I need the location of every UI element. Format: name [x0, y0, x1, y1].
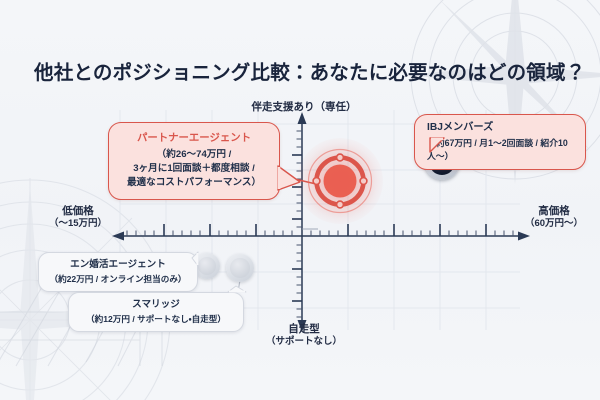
callout-en-title: エン婚活エージェント — [70, 259, 166, 270]
axis-label-left: 低価格 （〜15万円） — [30, 204, 126, 231]
marker-core — [230, 258, 250, 278]
callout-partner-title: パートナーエージェント — [136, 133, 252, 144]
callout-en-line1: （約22万円 / オンライン担当のみ） — [49, 273, 187, 284]
callout-partner-line2: 3ヶ月に1回面談＋都度相談 / — [133, 162, 255, 174]
axis-label-bottom: 自走型 （サポートなし） — [244, 322, 364, 349]
axis-label-top: 伴走支援あり（専任） — [244, 100, 364, 114]
axis-label-top-line1: 伴走支援あり（専任） — [251, 101, 357, 113]
callout-suma-line1: （約12万円 / サポートなし・自走型） — [86, 313, 226, 324]
callout-partner-line1: （約26〜74万円 / — [156, 149, 232, 161]
marker-glow — [297, 138, 383, 224]
callout-partner-line3: 最適なコストパフォーマンス） — [126, 176, 262, 188]
reticle-icon — [307, 148, 373, 214]
callout-partner-agent[interactable]: パートナーエージェント （約26〜74万円 / 3ヶ月に1回面談＋都度相談 / … — [108, 122, 280, 200]
marker-core — [197, 256, 217, 276]
callout-en-konkatsu[interactable]: エン婚活エージェント （約22万円 / オンライン担当のみ） — [38, 252, 198, 293]
callout-ibj-members[interactable]: IBJメンバーズ （約67万円 / 月1〜2回面談 / 紹介10人〜） — [414, 114, 586, 171]
axis-label-right-line2: （60万円〜） — [524, 218, 584, 230]
axis-label-bottom-line1: 自走型 — [288, 323, 320, 335]
axis-label-left-line2: （〜15万円） — [48, 218, 108, 230]
axis-label-right-line1: 高価格 — [538, 205, 570, 217]
callout-ibj-line1: （約67万円 / 月1〜2回面談 / 紹介10人〜） — [427, 137, 568, 161]
page-title: 他社とのポジショニング比較：あなたに必要なのはどの領域？ — [34, 62, 586, 84]
marker-sumarige[interactable] — [226, 254, 254, 282]
callout-suma-title: スマリッジ — [132, 299, 180, 310]
callout-ibj-title: IBJメンバーズ — [427, 122, 494, 133]
callout-sumarige[interactable]: スマリッジ （約12万円 / サポートなし・自走型） — [68, 292, 244, 333]
marker-partner-agent[interactable] — [297, 138, 383, 224]
axis-label-bottom-line2: （サポートなし） — [265, 336, 342, 348]
axis-label-right: 高価格 （60万円〜） — [506, 204, 600, 231]
axis-label-left-line1: 低価格 — [62, 205, 94, 217]
